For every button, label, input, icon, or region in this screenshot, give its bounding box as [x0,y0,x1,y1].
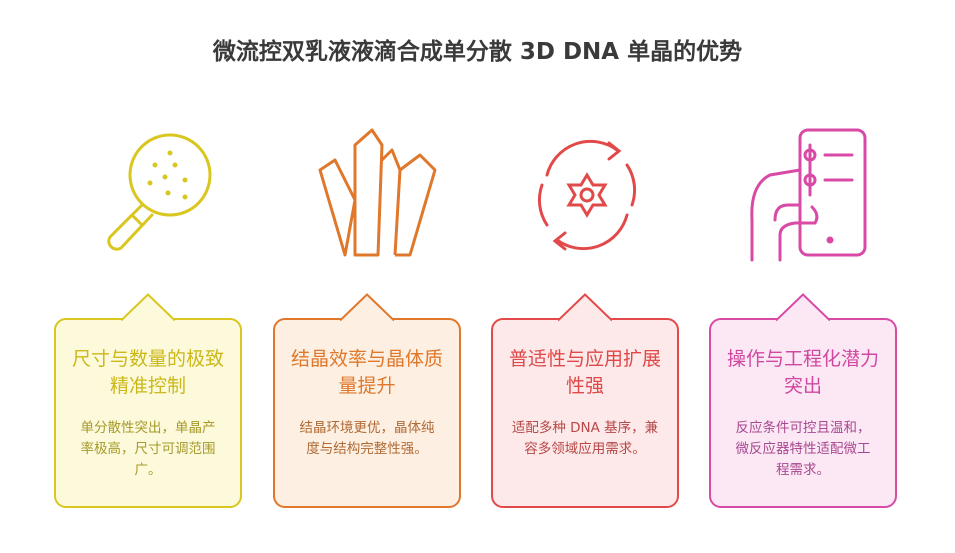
card-pointer [121,293,175,321]
advantage-card-versatility: 普适性与应用扩展性强 适配多种 DNA 基序，兼容多领域应用需求。 [491,293,679,508]
card-pointer [558,293,612,321]
card-pointer [340,293,394,321]
card-description: 适配多种 DNA 基序，兼容多领域应用需求。 [511,420,659,457]
card-heading: 尺寸与数量的极致精准控制 [71,348,224,397]
magnifier-icon [107,133,212,251]
card-pointer [776,293,830,321]
crystal-icon [318,128,437,257]
hand-phone-icon [750,128,867,262]
card-description: 单分散性突出，单晶产率极高，尺寸可调范围广。 [80,420,216,478]
card-heading: 结晶效率与晶体质量提升 [290,348,443,397]
cycle-gear-icon [537,139,637,251]
card-description: 反应条件可控且温和，微反应器特性适配微工程需求。 [735,420,871,478]
card-description: 结晶环境更优，晶体纯度与结构完整性强。 [299,420,435,457]
advantage-card-size-control: 尺寸与数量的极致精准控制 单分散性突出，单晶产率极高，尺寸可调范围广。 [54,293,242,508]
advantage-card-crystal-quality: 结晶效率与晶体质量提升 结晶环境更优，晶体纯度与结构完整性强。 [273,293,461,508]
card-heading: 普适性与应用扩展性强 [508,348,661,397]
card-heading: 操作与工程化潜力突出 [726,348,879,397]
advantage-card-engineering: 操作与工程化潜力突出 反应条件可控且温和，微反应器特性适配微工程需求。 [709,293,897,508]
page-title: 微流控双乳液液滴合成单分散 3D DNA 单晶的优势 [212,39,743,65]
